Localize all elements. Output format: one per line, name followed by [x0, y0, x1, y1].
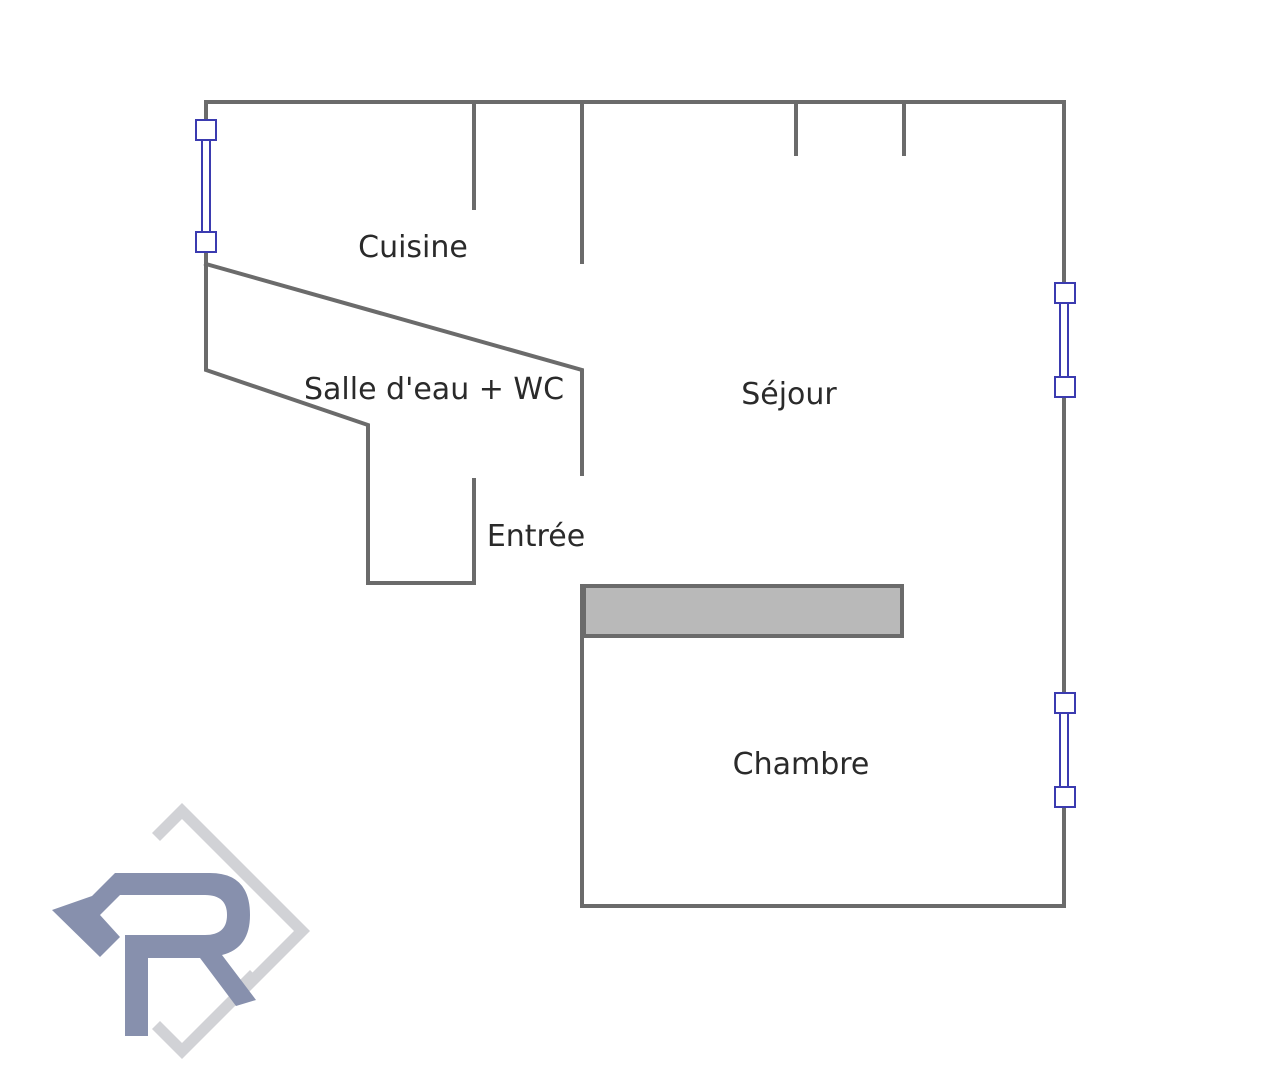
window-left-handle-bottom	[195, 231, 217, 253]
room-label-cuisine: Cuisine	[358, 230, 468, 265]
window-right-bottom-handle-top	[1054, 692, 1076, 714]
window-right-bottom-handle-bottom	[1054, 786, 1076, 808]
outer-wall-top	[204, 100, 1066, 908]
bathroom-wall	[203, 261, 584, 476]
logo-letter-r	[52, 873, 256, 1036]
window-right-top-handle-top	[1054, 282, 1076, 304]
room-label-entree: Entrée	[487, 519, 585, 554]
window-left-handle-top	[195, 119, 217, 141]
window-right-bottom	[1054, 692, 1076, 808]
window-right-top	[1054, 282, 1076, 398]
agency-logo	[52, 803, 310, 1059]
window-right-bottom-bar	[1059, 702, 1069, 798]
bedroom-closet	[582, 584, 904, 638]
walls	[203, 100, 1066, 908]
room-label-chambre: Chambre	[733, 747, 870, 782]
window-right-top-handle-bottom	[1054, 376, 1076, 398]
room-label-salle-eau: Salle d'eau + WC	[304, 372, 564, 407]
room-label-sejour: Séjour	[741, 377, 837, 412]
window-left-bar	[201, 129, 211, 243]
window-left	[195, 119, 217, 253]
outer-wall-left	[204, 100, 476, 585]
logo-diamond	[152, 803, 310, 1059]
window-right-top-bar	[1059, 292, 1069, 388]
